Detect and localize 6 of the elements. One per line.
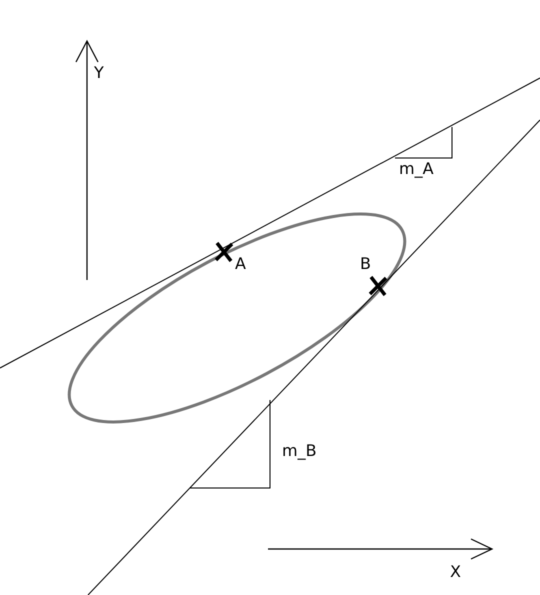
- slope-label: m_B: [282, 442, 317, 460]
- axis-label: X: [450, 563, 461, 581]
- axis-label: Y: [94, 64, 104, 82]
- point-label: B: [360, 255, 371, 273]
- point-label: A: [235, 255, 246, 273]
- slope-label: m_A: [399, 160, 434, 178]
